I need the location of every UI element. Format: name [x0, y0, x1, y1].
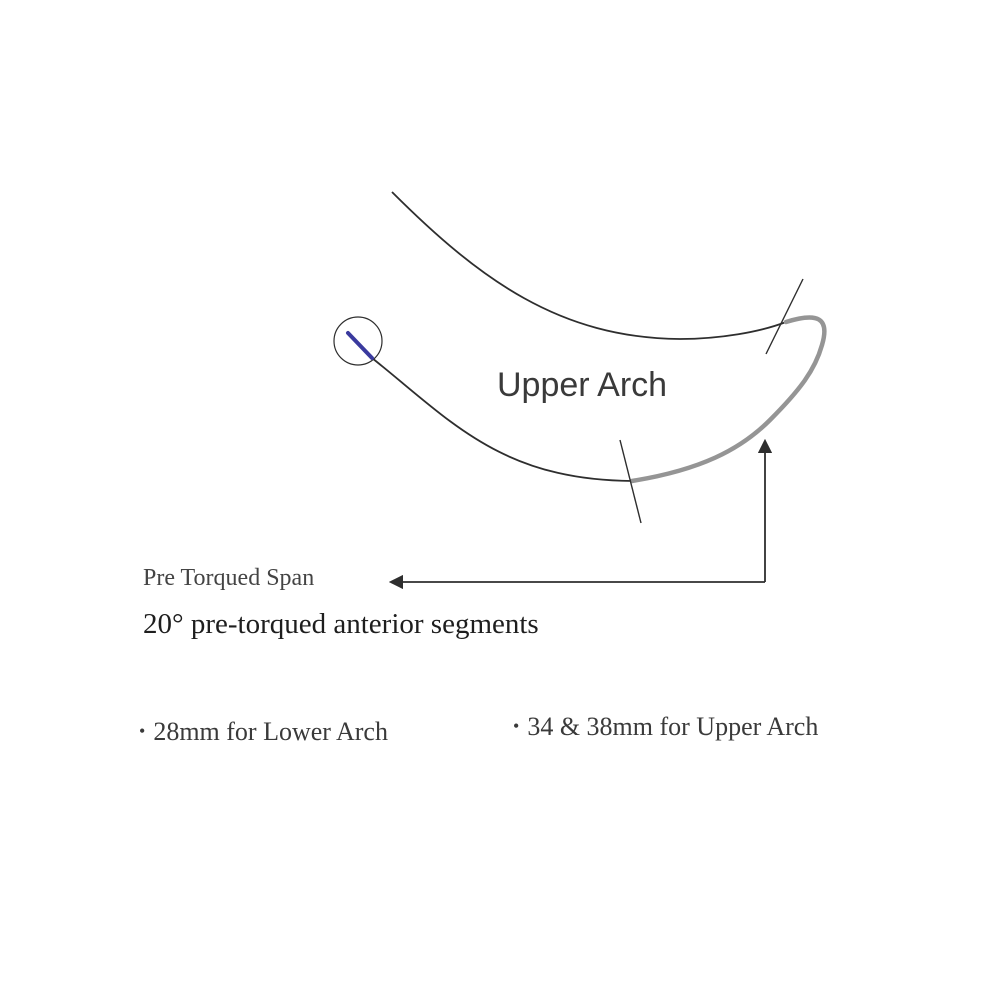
span-title: Pre Torqued Span: [143, 565, 315, 591]
pre-torqued-span: [629, 315, 827, 484]
bullet-dot: •: [139, 721, 146, 742]
span-boundary-tick-lower: [619, 439, 642, 524]
arch-label: Upper Arch: [497, 366, 667, 404]
wire-end-detail-circle: [333, 316, 383, 366]
bullet-upper-arch: • 34 & 38mm for Upper Arch: [513, 714, 818, 740]
bullet-text: 28mm for Lower Arch: [153, 717, 388, 746]
span-description: 20° pre-torqued anterior segments: [143, 608, 539, 640]
bullet-dot: •: [513, 716, 520, 737]
bullet-text: 34 & 38mm for Upper Arch: [527, 712, 819, 741]
outer-wire-strand: [391, 191, 787, 340]
span-boundary-tick-upper: [765, 278, 804, 355]
wire-end-tip: [346, 331, 374, 360]
inner-wire-strand: [371, 357, 633, 482]
bullet-lower-arch: • 28mm for Lower Arch: [139, 719, 388, 745]
